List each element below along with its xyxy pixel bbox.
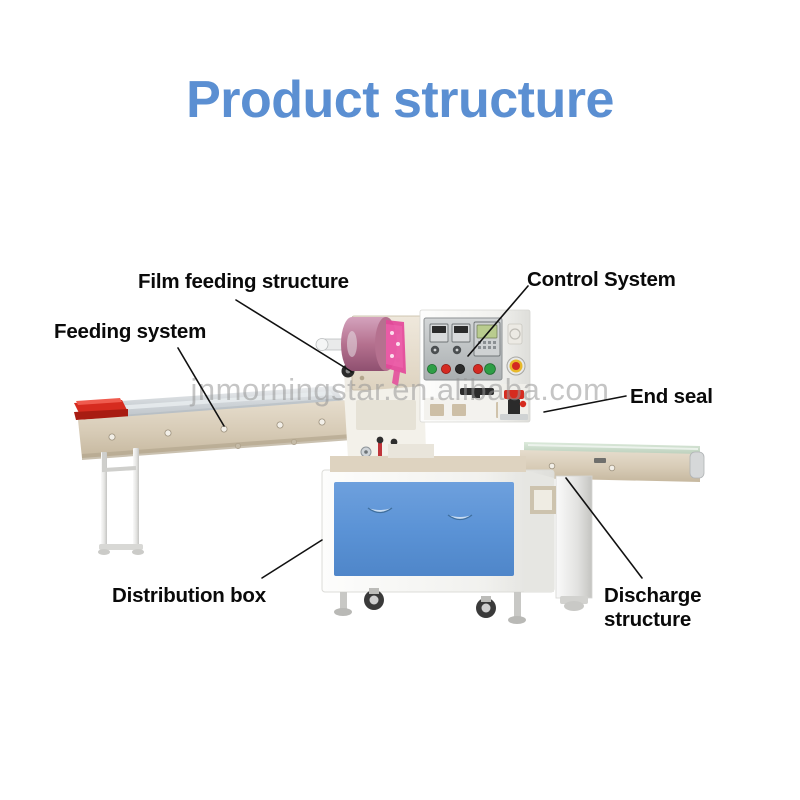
label-control-system: Control System bbox=[527, 268, 676, 291]
label-feeding-system: Feeding system bbox=[54, 320, 207, 343]
distribution-cabinet bbox=[321, 444, 556, 624]
label-end-seal: End seal bbox=[630, 385, 713, 408]
label-film-feeding-structure: Film feeding structure bbox=[138, 270, 349, 293]
page-title: Product structure bbox=[186, 71, 614, 129]
end-seal-unit bbox=[498, 384, 528, 420]
label-distribution-box: Distribution box bbox=[112, 584, 266, 607]
feeding-conveyor bbox=[74, 386, 352, 555]
label-discharge-structure: Discharge structure bbox=[604, 584, 702, 632]
